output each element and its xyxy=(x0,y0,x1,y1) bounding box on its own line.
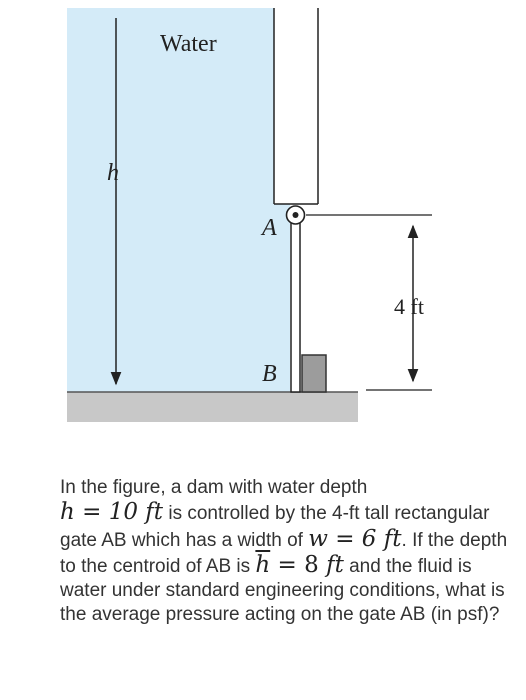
equation-hbar-symbol: h xyxy=(255,551,271,578)
a-label: A xyxy=(260,215,277,241)
h-label: h xyxy=(107,160,119,186)
water-label: Water xyxy=(160,31,217,57)
equation-hbar-unit: ft xyxy=(326,551,344,578)
equation-h: h = 10 ft xyxy=(60,499,163,525)
equation-hbar-value: = 8 xyxy=(270,551,319,578)
question-sentence-1: In the figure, a dam with water depth xyxy=(60,477,368,498)
question-sentence-3: . If the depth to the centroid of AB is xyxy=(60,529,508,577)
equation-hbar: h = 8 ft xyxy=(255,552,343,578)
dam-gate-figure: Water h A B 4 ft xyxy=(67,8,432,422)
stop-block xyxy=(301,354,327,393)
equation-w-value: w = 6 xyxy=(308,525,377,552)
water-region xyxy=(67,8,290,392)
dim-label: 4 ft xyxy=(394,294,424,319)
equation-h-value: h = 10 xyxy=(60,499,138,526)
question-sentence-2: is controlled by the 4-ft tall rectangul… xyxy=(60,503,490,551)
hinge-a-pin xyxy=(292,212,299,218)
b-label: B xyxy=(262,361,277,387)
equation-w-unit: ft xyxy=(383,525,402,552)
equation-w: w = 6 ft xyxy=(308,526,401,552)
question-sentence-4: and the fluid is water under standard en… xyxy=(60,555,505,626)
dam-wall xyxy=(274,8,318,204)
gate-ab xyxy=(290,221,301,393)
ground xyxy=(67,392,358,422)
equation-h-unit: ft xyxy=(145,499,164,526)
